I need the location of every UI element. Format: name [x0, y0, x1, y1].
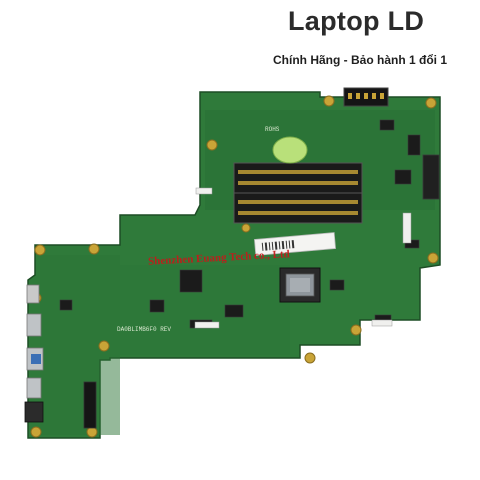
silkscreen-rohs: ROHS — [265, 126, 280, 133]
brand-title: Laptop LD — [288, 6, 425, 36]
side-ports — [24, 284, 44, 423]
cpu — [279, 267, 321, 303]
brand-subtitle: Chính Hãng - Bảo hành 1 đổi 1 — [273, 53, 447, 67]
ram-slots — [233, 162, 363, 224]
silkscreen-label: DA0BLIMB6F0 REV — [117, 326, 172, 333]
